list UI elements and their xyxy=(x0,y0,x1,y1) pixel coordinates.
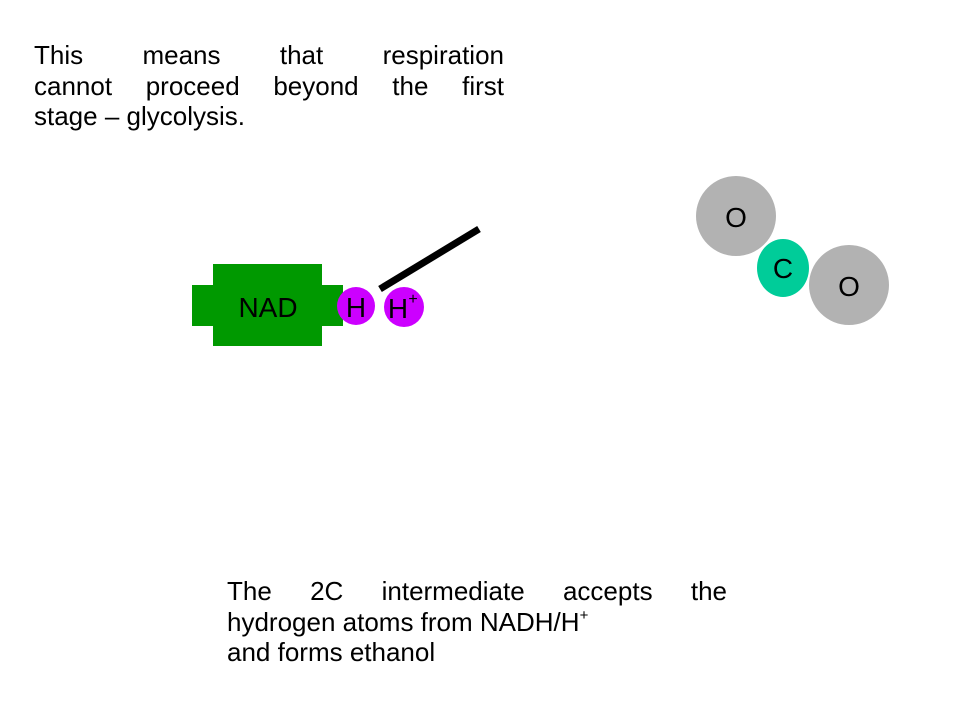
carbon-atom xyxy=(757,239,809,297)
oxygen-atom-right xyxy=(809,245,889,325)
bond-line xyxy=(378,226,481,292)
top-text-line-1: This means that respiration xyxy=(34,40,504,70)
hydrogen-ion-label: H xyxy=(388,293,408,324)
hydrogen-ion-charge: + xyxy=(408,291,417,308)
bottom-explanation-text: The 2C intermediate accepts the hydrogen… xyxy=(227,576,727,668)
nad-label: NAD xyxy=(238,292,297,323)
bottom-text-line-2-main: hydrogen atoms from NADH/H xyxy=(227,606,580,637)
bottom-text-line-2-sup: + xyxy=(579,606,589,624)
top-text-line-3: stage – glycolysis. xyxy=(34,101,245,132)
top-text-line-2: cannot proceed beyond the first xyxy=(34,70,504,101)
hydrogen-label: H xyxy=(346,292,366,323)
bottom-text-line-1: The 2C intermediate accepts the xyxy=(227,576,727,606)
hydrogen-ion-circle xyxy=(384,287,424,327)
oxygen-atom-top xyxy=(696,176,776,256)
hydrogen-atom: H xyxy=(337,287,375,325)
carbon-label: C xyxy=(773,253,793,284)
oxygen-top-label: O xyxy=(725,202,747,233)
co2-molecule: O O C xyxy=(696,176,889,325)
hydrogen-ion: H + xyxy=(384,287,424,327)
bottom-text-line-3: and forms ethanol xyxy=(227,637,436,668)
nad-molecule: NAD xyxy=(192,264,343,346)
bottom-text-line-2: hydrogen atoms from NADH/H+ xyxy=(227,607,727,638)
top-explanation-text: This means that respiration cannot proce… xyxy=(34,40,504,132)
nad-block-wing xyxy=(192,285,343,326)
oxygen-right-label: O xyxy=(838,271,860,302)
hydrogen-circle xyxy=(337,287,375,325)
